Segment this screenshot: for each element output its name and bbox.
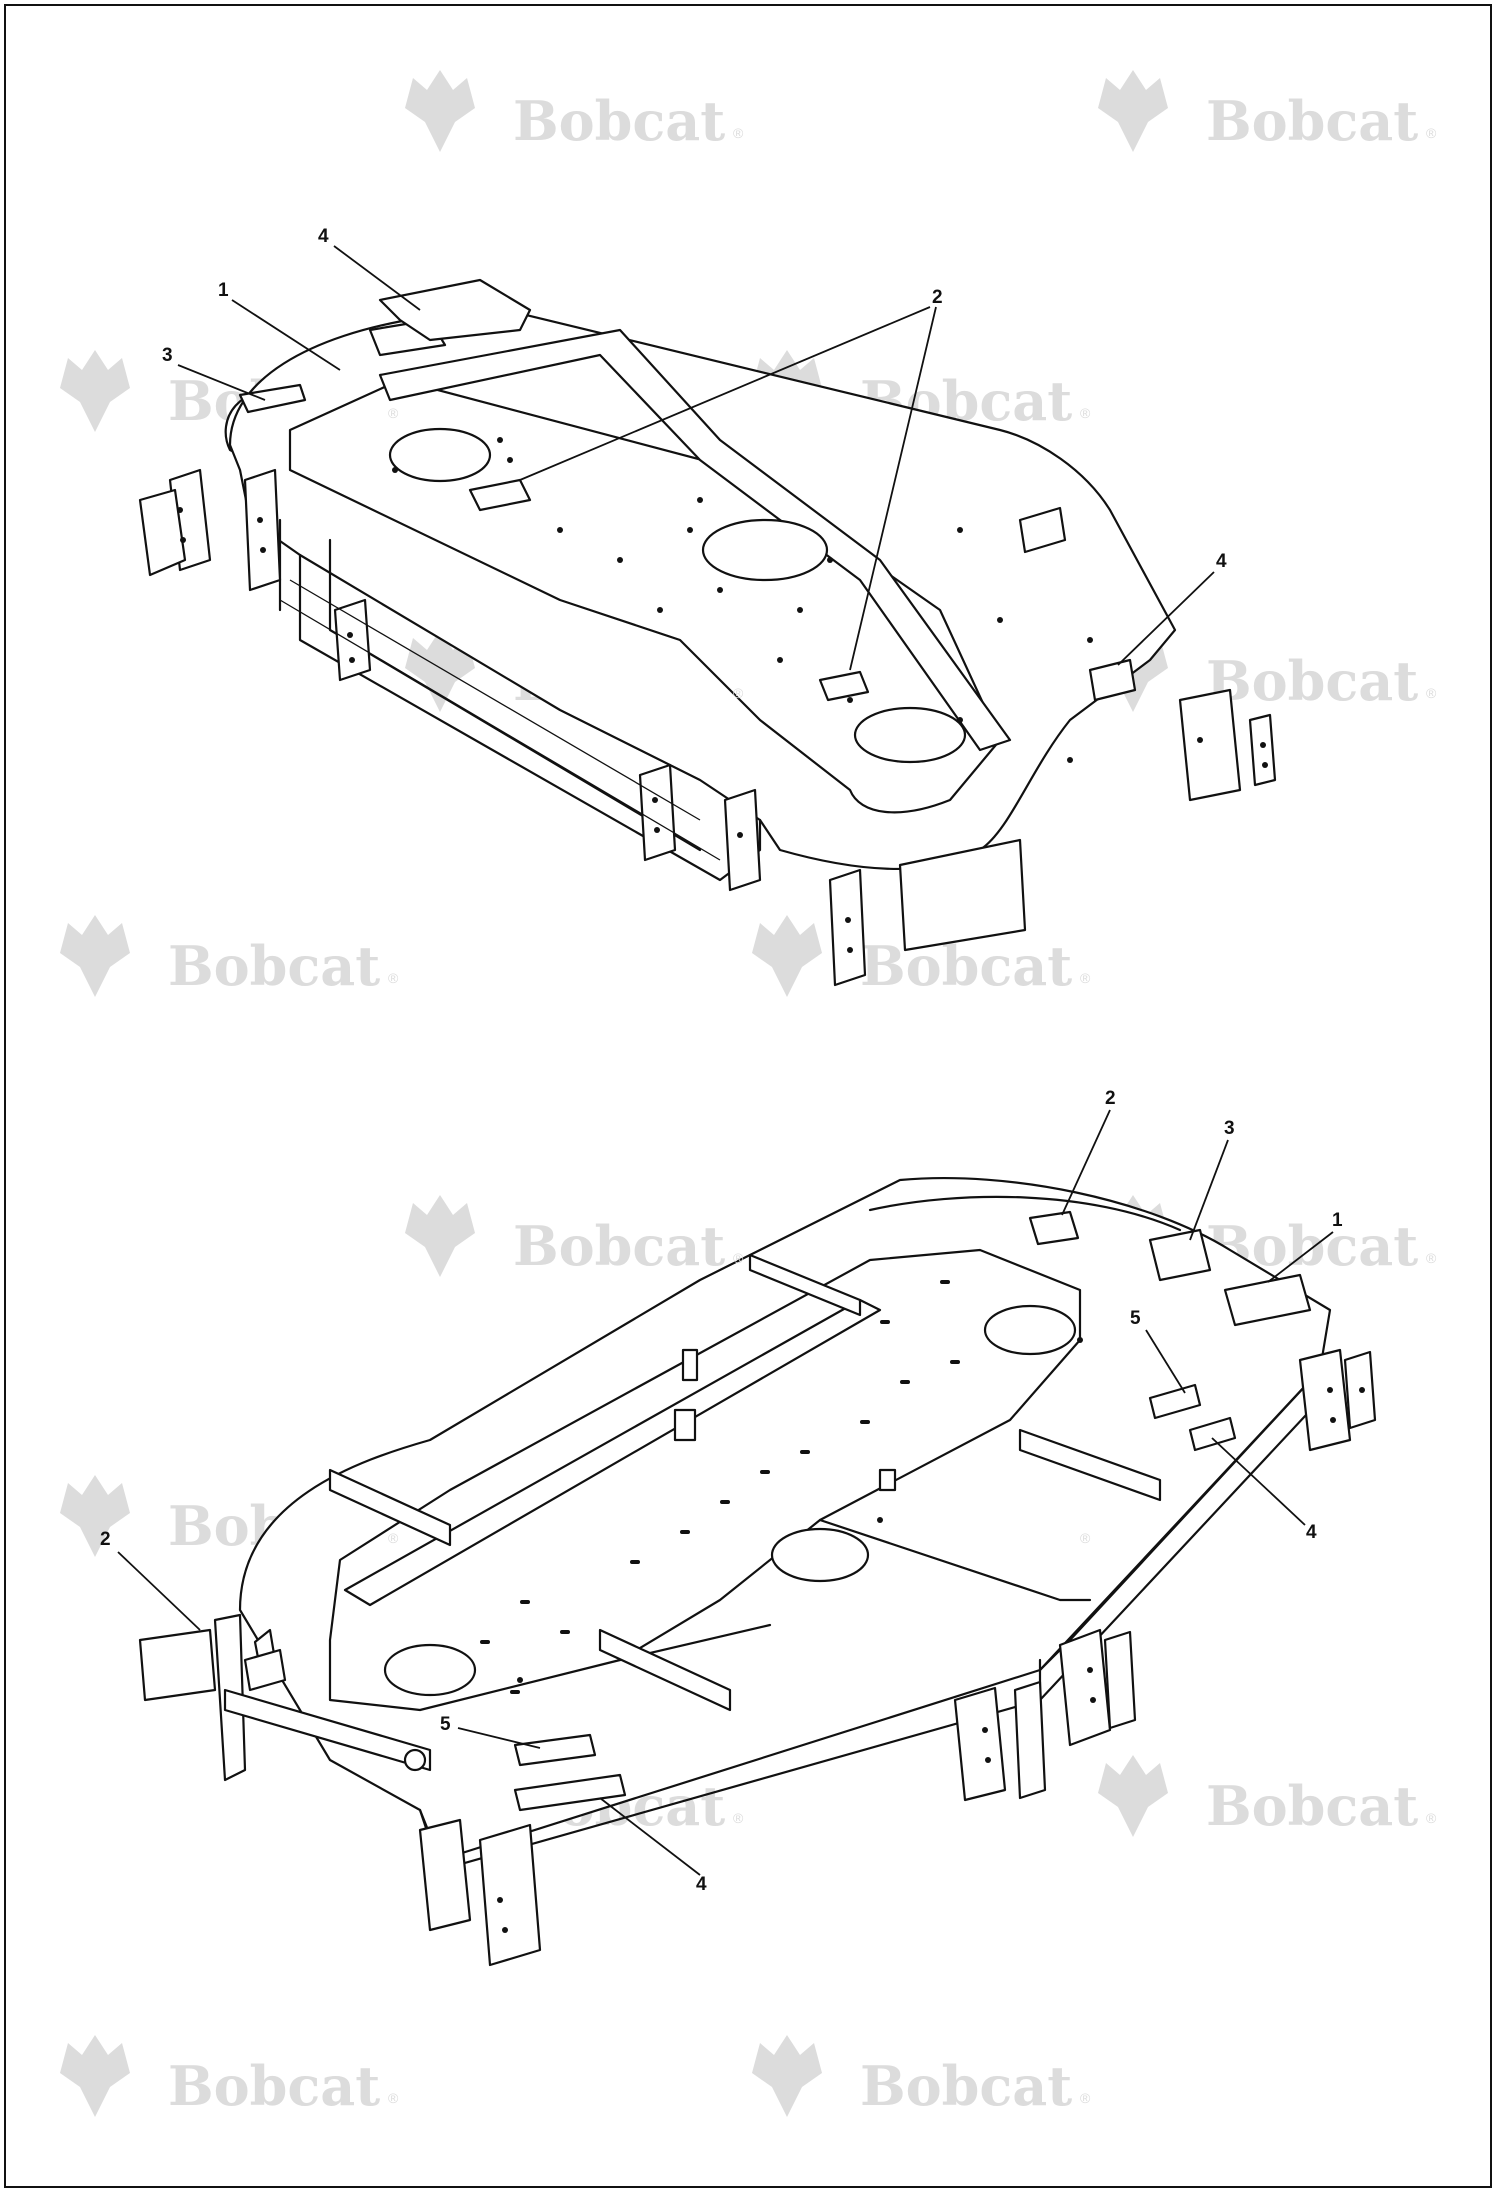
watermark-text: Bobcat	[513, 1214, 725, 1278]
registered-mark: ®	[733, 125, 744, 141]
watermark-text: Bobcat	[1206, 649, 1418, 713]
watermark-logo: Bobcat	[752, 915, 1072, 998]
callout-label: 3	[162, 345, 173, 366]
leader-line	[231, 299, 341, 371]
callout-label: 4	[1216, 551, 1227, 572]
leader-line	[1145, 1329, 1186, 1394]
top-view-callouts: 1 2 3 4 4	[162, 226, 1227, 671]
watermark-text: Bobcat	[168, 934, 380, 998]
callout-label: 5	[1130, 1308, 1141, 1329]
watermark-registered-marks: ® ® ® ® ® ® ® ® ® ® ® ® ® ® ® ®	[388, 125, 1437, 2106]
watermark-logo: Bobcat	[60, 2035, 380, 2118]
watermark-logo: Bobcat	[752, 2035, 1072, 2118]
callout-label: 4	[318, 226, 329, 247]
registered-mark: ®	[733, 1250, 744, 1266]
registered-mark: ®	[1426, 125, 1437, 141]
registered-mark: ®	[733, 1810, 744, 1826]
callout-label: 4	[1306, 1522, 1317, 1543]
callout-label: 2	[100, 1529, 111, 1550]
watermark-logo: Bobcat	[1098, 1755, 1418, 1838]
registered-mark: ®	[388, 970, 399, 986]
watermark-text: Bobcat	[513, 89, 725, 153]
leader-line	[333, 245, 421, 311]
leader-line	[1117, 571, 1215, 666]
registered-mark: ®	[1426, 685, 1437, 701]
watermark-logo: Bobcat	[405, 70, 725, 153]
registered-mark: ®	[1080, 405, 1091, 421]
callout-label: 2	[932, 287, 943, 308]
leader-line	[1061, 1109, 1111, 1216]
callout-label: 2	[1105, 1088, 1116, 1109]
registered-mark: ®	[1426, 1810, 1437, 1826]
watermark-text: Bobcat	[860, 2054, 1072, 2118]
leader-line	[849, 306, 937, 671]
leader-line	[457, 1727, 541, 1749]
registered-mark: ®	[388, 1530, 399, 1546]
registered-mark: ®	[1080, 1530, 1091, 1546]
watermark-logo: Bobcat	[1098, 70, 1418, 153]
leader-line	[519, 306, 931, 481]
leader-line	[1211, 1437, 1306, 1526]
watermark-text: Bobcat	[168, 2054, 380, 2118]
leader-line	[177, 364, 266, 401]
top-view-deck	[138, 278, 1277, 987]
registered-mark: ®	[388, 2090, 399, 2106]
leader-line	[117, 1551, 201, 1631]
watermark-text: Bobcat	[860, 934, 1072, 998]
leader-line	[599, 1797, 701, 1876]
callout-label: 4	[696, 1874, 707, 1895]
registered-mark: ®	[1080, 2090, 1091, 2106]
leader-line	[1267, 1231, 1334, 1283]
registered-mark: ®	[733, 685, 744, 701]
watermark-logo: Bobcat	[60, 915, 380, 998]
watermark-text: Bobcat	[1206, 1774, 1418, 1838]
callout-label: 1	[218, 280, 229, 301]
bottom-view-callouts: 1 2 2 3 4 4 5 5	[100, 1088, 1343, 1895]
registered-mark: ®	[388, 405, 399, 421]
callout-label: 5	[440, 1714, 451, 1735]
registered-mark: ®	[1080, 970, 1091, 986]
bottom-view-deck	[138, 1177, 1377, 1967]
watermark-logo: Bobcat	[405, 1195, 725, 1278]
watermark-text: Bobcat	[1206, 89, 1418, 153]
callout-label: 1	[1332, 1210, 1343, 1231]
callout-label: 3	[1224, 1118, 1235, 1139]
leader-line	[1189, 1139, 1229, 1241]
registered-mark: ®	[1426, 1250, 1437, 1266]
